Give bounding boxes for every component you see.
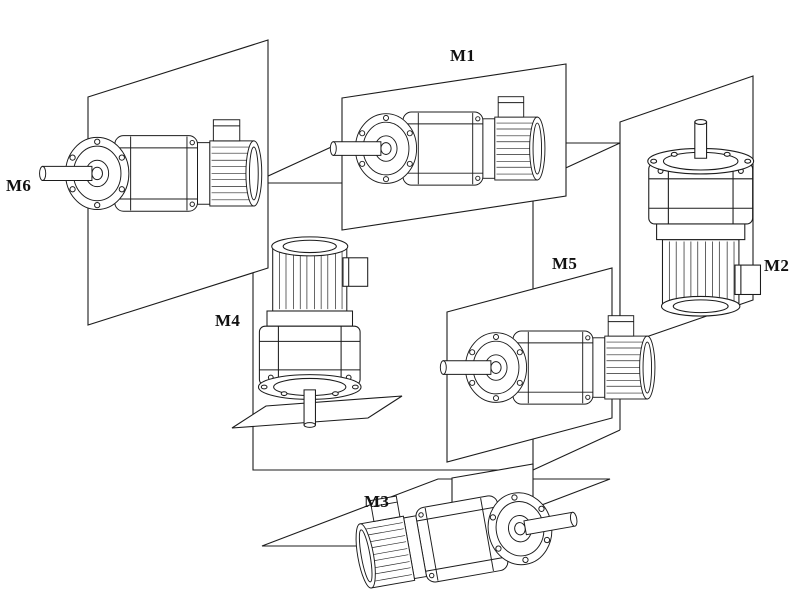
label-m5: M5 [552, 254, 578, 273]
label-m2: M2 [764, 256, 790, 275]
mounting-plane-m4 [231, 395, 403, 429]
label-m4: M4 [215, 311, 241, 330]
label-m6: M6 [6, 176, 32, 195]
label-m1: M1 [450, 46, 476, 65]
label-m3: M3 [364, 492, 390, 511]
gearmotor-m4 [257, 236, 369, 428]
